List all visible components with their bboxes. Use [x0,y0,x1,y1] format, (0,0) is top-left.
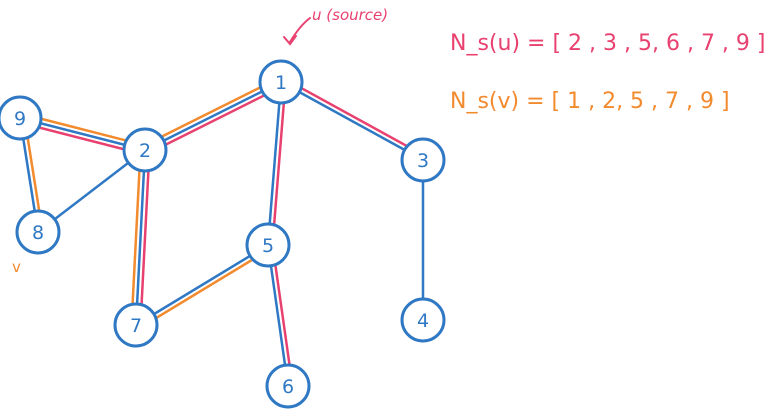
node-4: 4 [400,297,446,343]
node-label-4: 4 [417,310,429,332]
node-label-6: 6 [282,376,294,398]
node-3: 3 [400,137,446,183]
edge-highlight-1-2-1 [141,76,281,148]
n-s-v-annotation: N_s(v) = [ 1 , 2, 5 , 7 , 9 ] [450,89,730,114]
edge-highlight-1-3-0 [281,76,427,158]
node-1: 1 [258,59,304,105]
edge-highlight-5-7-0 [137,247,272,331]
edge-1-5 [266,80,283,247]
edge-highlight-2-7-1 [130,148,142,327]
source-arrow [289,17,311,43]
node-label-8: 8 [32,222,44,244]
node-2: 2 [122,127,168,173]
node-label-2: 2 [139,140,151,162]
node-label-3: 3 [417,150,429,172]
node-circle-1 [258,59,304,105]
node-label-9: 9 [14,108,26,130]
node-circle-9 [0,95,43,141]
edge-1-3 [279,80,425,162]
edge-highlight-2-7-0 [139,148,151,327]
source-arrow-head [283,35,297,46]
source-label: u (source) [312,6,388,24]
edge-highlight-5-6-0 [271,243,294,387]
node-label-1: 1 [275,72,287,94]
edge-2-7 [134,148,147,327]
node-9: 9 [0,95,43,141]
edge-5-6 [266,243,290,388]
n-s-u-annotation: N_s(u) = [ 2 , 3 , 5, 6 , 7 , 9 ] [450,31,766,56]
node-6: 6 [265,363,311,409]
node-circle-6 [265,363,311,409]
edge-highlight-1-2-0 [145,84,285,156]
edge-5-7 [134,243,270,327]
node-layer: 1 2 3 4 5 6 7 8 9 [0,59,446,409]
node-circle-8 [15,209,61,255]
edge-1-2 [143,80,283,152]
node-7: 7 [113,302,159,348]
node-8: 8 [15,209,61,255]
node-label-5: 5 [262,235,274,257]
edge-highlight-1-5-0 [271,81,287,247]
node-circle-7 [113,302,159,348]
v-label: v [12,258,21,276]
node-5: 5 [245,222,291,268]
node-label-7: 7 [130,315,142,337]
node-circle-4 [400,297,446,343]
edge-layer [17,76,427,388]
node-circle-5 [245,222,291,268]
node-circle-2 [122,127,168,173]
node-circle-3 [400,137,446,183]
